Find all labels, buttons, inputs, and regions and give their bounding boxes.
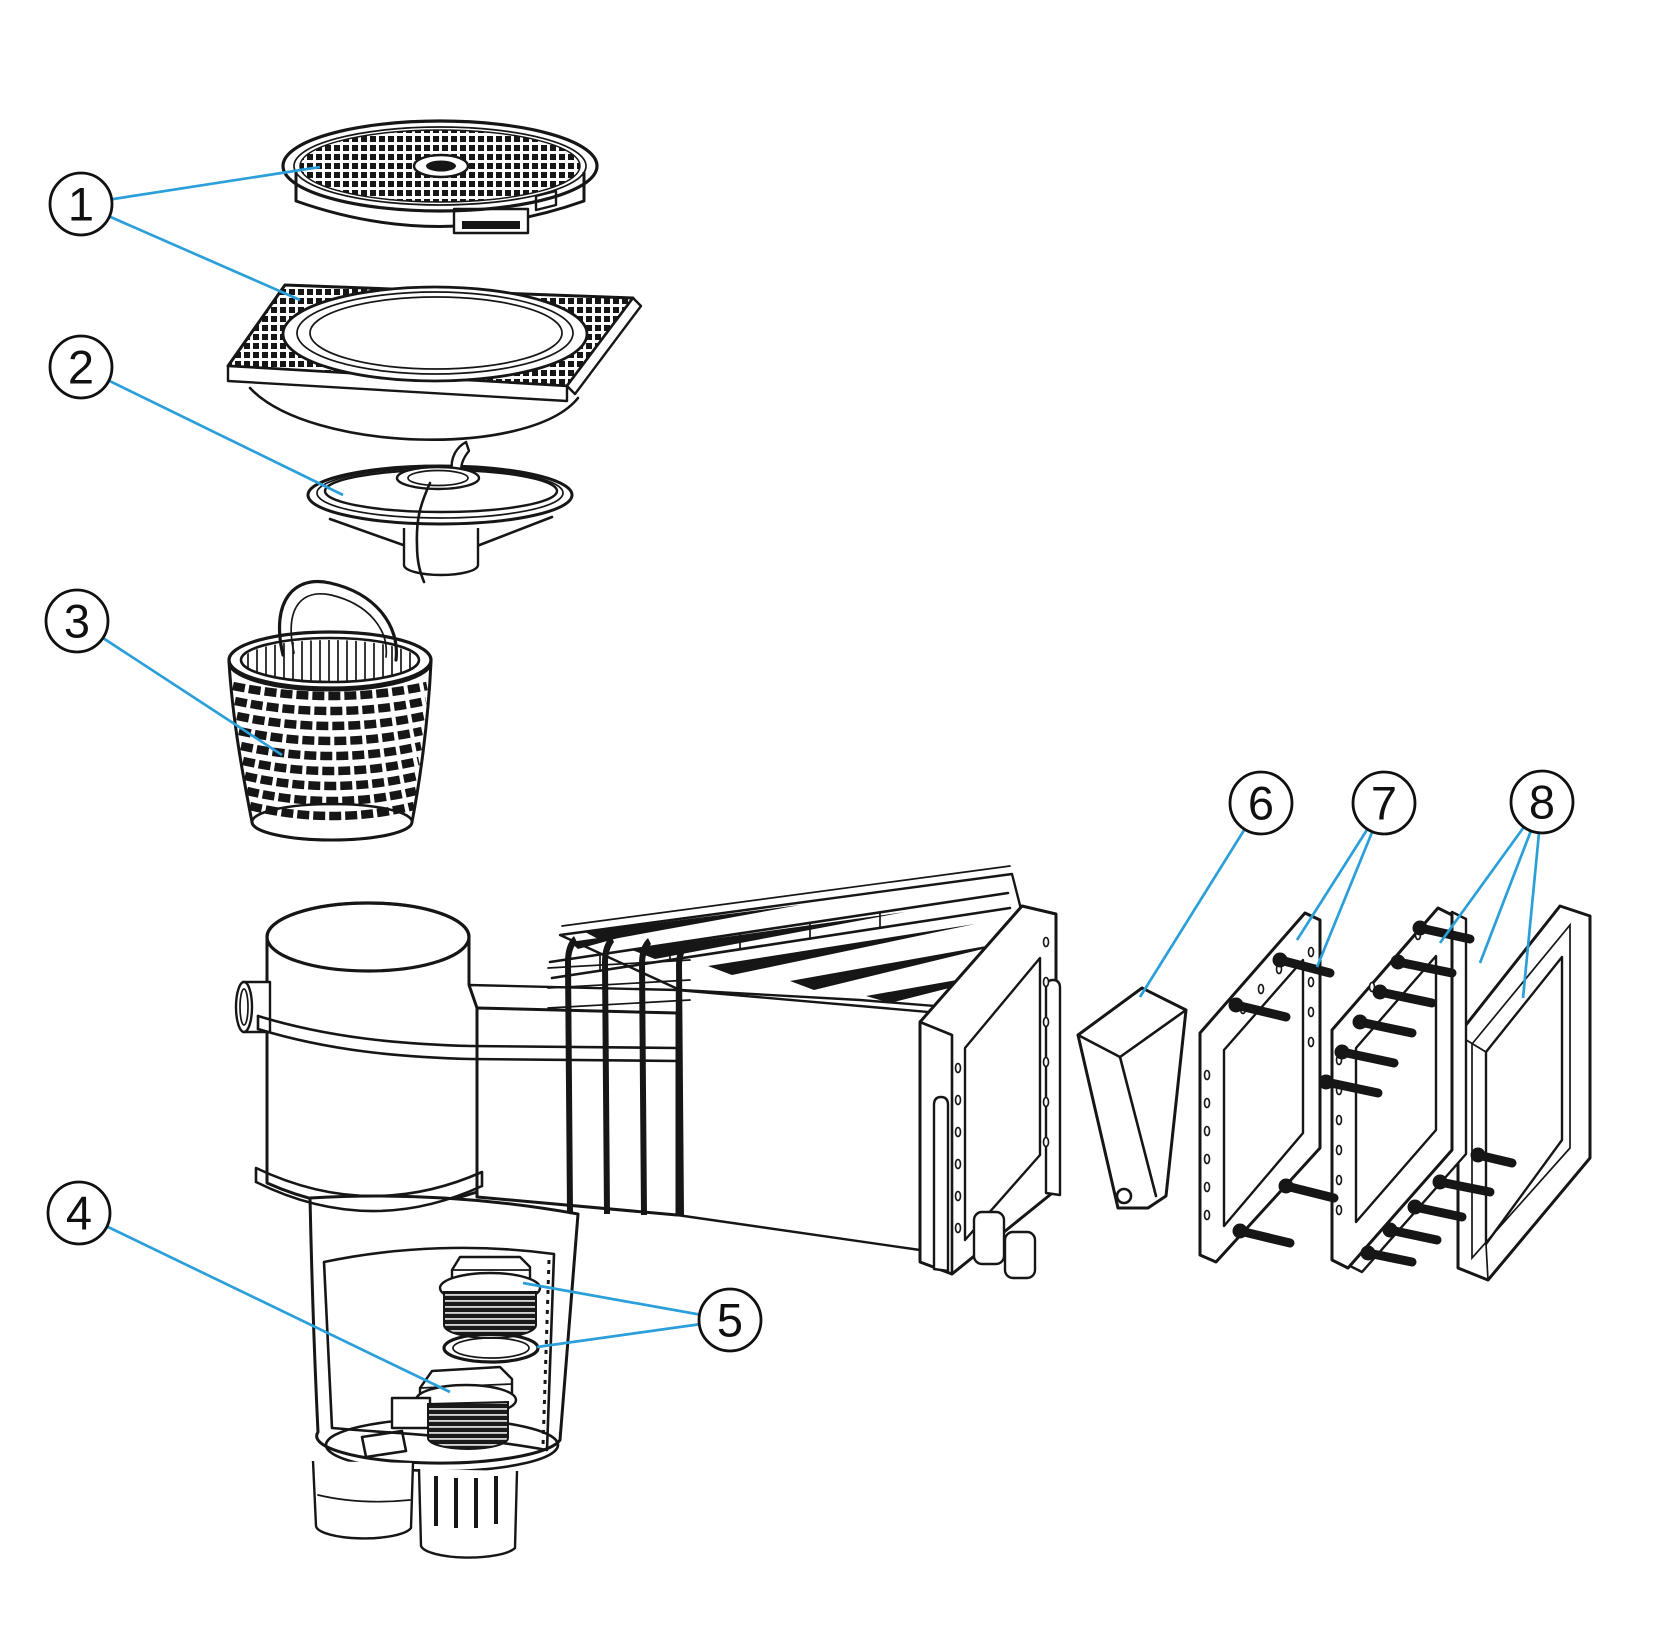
screws-plate8	[1318, 920, 1517, 1267]
callout-bubble-2	[48, 334, 114, 400]
weir-flap	[1076, 986, 1188, 1210]
throat-faceplate	[918, 904, 1062, 1280]
tank-cylinder	[265, 901, 479, 1210]
callout-number-3: 3	[64, 595, 90, 648]
leader-line-1	[80, 202, 301, 302]
leader-line-5	[522, 1281, 731, 1322]
threaded-union-bottom	[390, 1365, 518, 1450]
callout-bubble-4	[46, 1180, 112, 1246]
callout-layer: 1 2 3 4 5 6 7 8	[44, 165, 1575, 1394]
float-hub	[402, 528, 480, 577]
leader-line-2	[80, 365, 344, 497]
callout-bubble-6	[1228, 770, 1294, 836]
basket	[227, 580, 433, 842]
leader-line-5	[536, 1318, 731, 1349]
float-plate	[306, 440, 574, 584]
basket-handle	[277, 580, 398, 662]
outer-frame	[1456, 904, 1592, 1282]
leader-line-1	[80, 165, 321, 206]
leader-line-3	[76, 619, 283, 757]
bottom-pipe-center	[417, 1468, 519, 1559]
callout-number-5: 5	[717, 1294, 743, 1347]
float-fin	[450, 440, 471, 473]
mounting-plate	[1198, 911, 1322, 1264]
threaded-union-top	[438, 1255, 542, 1339]
throat-front-wall	[475, 1006, 679, 1217]
callout-bubble-1	[48, 171, 114, 237]
leader-line-8	[1521, 801, 1544, 999]
callout-number-6: 6	[1248, 777, 1274, 830]
callout-number-4: 4	[66, 1187, 92, 1240]
screws-plate7	[1228, 952, 1339, 1248]
callout-number-8: 8	[1529, 776, 1555, 829]
skimmer-body	[234, 865, 1062, 1559]
callout-bubble-8	[1509, 769, 1575, 835]
callout-bubble-5	[697, 1287, 763, 1353]
square-collar	[226, 283, 643, 441]
leader-line-4	[78, 1211, 451, 1394]
callout-number-7: 7	[1371, 777, 1397, 830]
callout-number-1: 1	[68, 178, 94, 231]
callout-bubble-7	[1351, 770, 1417, 836]
basket-mesh	[247, 640, 411, 682]
callout-number-2: 2	[68, 341, 94, 394]
callout-bubble-3	[44, 588, 110, 654]
bottom-pipe-left	[311, 1460, 415, 1540]
leader-line-6	[1138, 802, 1263, 998]
round-lid	[281, 119, 599, 235]
